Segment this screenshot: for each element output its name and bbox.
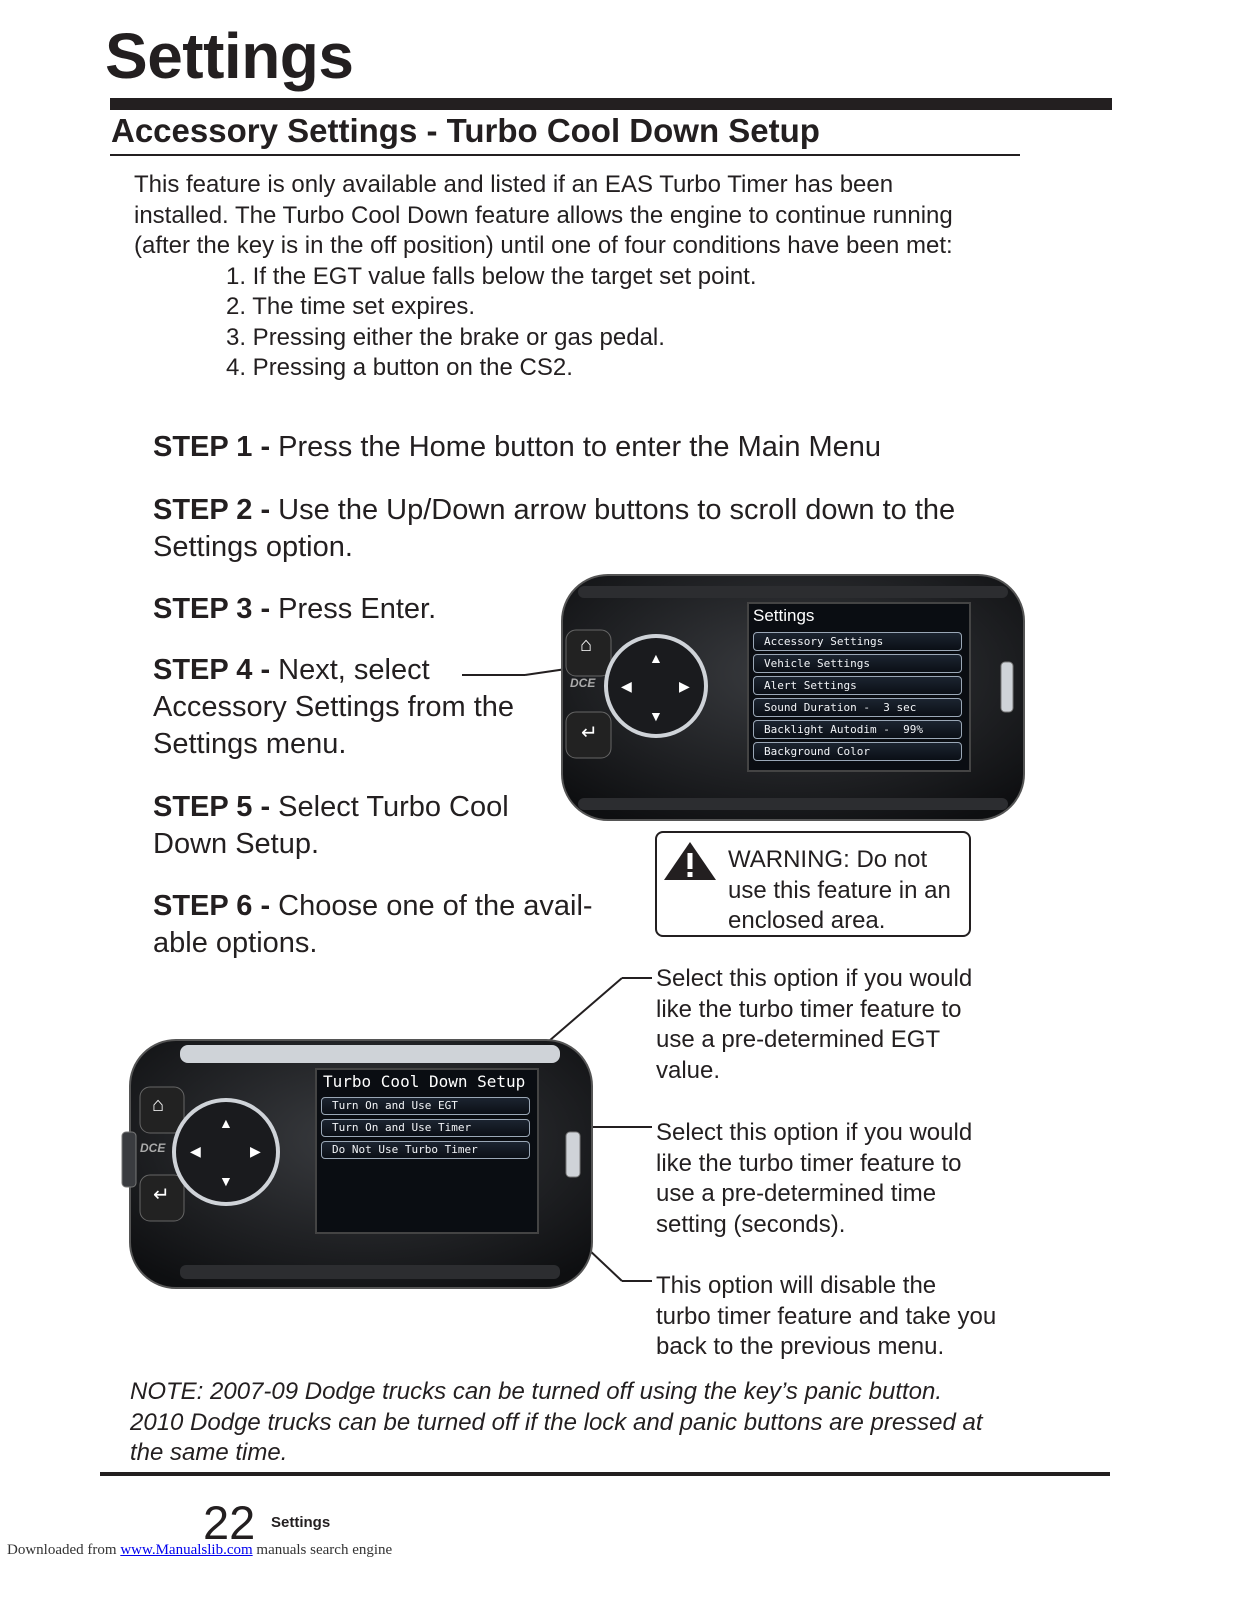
condition-item: 2. The time set expires. (226, 293, 475, 320)
device-settings: ⌂ ↵ DCE ▲ ▼ ◀ ▶ Settings Accessory Setti… (558, 572, 1028, 827)
menu-item[interactable]: Turn On and Use EGT (321, 1097, 530, 1115)
callout-line: use a pre-determined EGT (656, 1026, 941, 1053)
step-label: STEP 3 - (153, 593, 271, 625)
step-text: Select Turbo Cool (270, 791, 509, 823)
menu-item[interactable]: Turn On and Use Timer (321, 1119, 530, 1137)
conditions-list: 1. If the EGT value falls below the targ… (134, 262, 1044, 384)
warning-box (655, 831, 971, 937)
callout-line: setting (seconds). (656, 1210, 846, 1238)
warning-line: WARNING: Do not (728, 846, 928, 873)
home-icon[interactable]: ⌂ (580, 634, 593, 656)
footer-section: Settings (271, 1514, 331, 1531)
menu-item[interactable]: Sound Duration - 3 sec (753, 698, 962, 717)
screen-title: Turbo Cool Down Setup (323, 1072, 526, 1091)
callout-line: value. (656, 1056, 721, 1084)
step-1: STEP 1 - Press the Home button to enter … (153, 429, 881, 466)
step-text: Use the Up/Down arrow buttons to scroll … (270, 494, 956, 526)
step-6: STEP 6 - Choose one of the avail- able o… (153, 888, 593, 962)
step-label: STEP 2 - (153, 494, 271, 526)
step-text: Next, select (270, 654, 430, 686)
footer-rule (100, 1472, 1110, 1476)
callout-line: back to the previous menu. (656, 1333, 945, 1360)
callout-line: This option will disable the (656, 1272, 937, 1299)
step-text: Down Setup. (153, 828, 320, 860)
step-3: STEP 3 - Press Enter. (153, 591, 436, 628)
device-turbo-setup: ⌂ ↵ DCE ▲ ▼ ◀ ▶ Turbo Cool Down Setup Tu… (120, 1037, 598, 1295)
note-line: the same time. (130, 1439, 288, 1466)
menu-item[interactable]: Alert Settings (753, 676, 962, 695)
section-rule (110, 154, 1020, 156)
section-heading: Accessory Settings - Turbo Cool Down Set… (111, 112, 820, 149)
step-label: STEP 1 - (153, 431, 271, 463)
brand-logo: DCE (140, 1141, 166, 1155)
screen-title: Settings (753, 606, 815, 625)
callout-line: turbo timer feature and take you (656, 1302, 997, 1330)
menu-item[interactable]: Backlight Autodim - 99% (753, 720, 962, 739)
step-label: STEP 6 - (153, 890, 271, 922)
menu-item[interactable]: Accessory Settings (753, 632, 962, 651)
intro-text: This feature is only available and liste… (134, 170, 1044, 384)
step-text: Settings menu. (153, 728, 347, 760)
step-label: STEP 4 - (153, 654, 271, 686)
intro-line: installed. The Turbo Cool Down feature a… (134, 201, 953, 229)
brand-logo: DCE (570, 676, 596, 690)
callout-line: like the turbo timer feature to (656, 1149, 962, 1177)
arrow-up-icon[interactable]: ▲ (219, 1115, 233, 1131)
page-title: Settings (105, 20, 354, 92)
callout-disable: This option will disable the turbo timer… (656, 1271, 1036, 1363)
menu-item[interactable]: Do Not Use Turbo Timer (321, 1141, 530, 1159)
warning-text: WARNING: Do not use this feature in an e… (728, 845, 973, 937)
warning-line: enclosed area. (728, 907, 886, 934)
intro-line: This feature is only available and liste… (134, 171, 894, 198)
title-rule (110, 98, 1112, 110)
warning-triangle-icon (664, 842, 716, 880)
download-footer: Downloaded from www.Manualslib.com manua… (7, 1542, 392, 1559)
menu-item[interactable]: Background Color (753, 742, 962, 761)
condition-item: 4. Pressing a button on the CS2. (226, 354, 573, 381)
arrow-up-icon[interactable]: ▲ (649, 650, 663, 666)
step-text: Press Enter. (270, 593, 437, 625)
note: NOTE: 2007-09 Dodge trucks can be turned… (130, 1377, 1050, 1469)
step-5: STEP 5 - Select Turbo Cool Down Setup. (153, 789, 509, 863)
step-text: Press the Home button to enter the Main … (270, 431, 882, 463)
arrow-right-icon[interactable]: ▶ (250, 1143, 261, 1159)
intro-line: (after the key is in the off position) u… (134, 232, 953, 259)
step-2: STEP 2 - Use the Up/Down arrow buttons t… (153, 492, 955, 566)
callout-line: use a pre-determined time (656, 1180, 937, 1207)
home-icon[interactable]: ⌂ (152, 1094, 165, 1116)
menu-item[interactable]: Vehicle Settings (753, 654, 962, 673)
callout-egt: Select this option if you would like the… (656, 964, 1036, 1086)
manualslib-link[interactable]: www.Manualslib.com (120, 1542, 253, 1558)
arrow-left-icon[interactable]: ◀ (190, 1143, 201, 1159)
step-text: Accessory Settings from the (153, 691, 515, 723)
callout-timer: Select this option if you would like the… (656, 1118, 1036, 1240)
note-line: 2010 Dodge trucks can be turned off if t… (130, 1408, 983, 1436)
footer-text: manuals search engine (252, 1542, 393, 1558)
arrow-left-icon[interactable]: ◀ (621, 678, 632, 694)
enter-icon[interactable]: ↵ (153, 1184, 170, 1206)
footer-text: Downloaded from (7, 1542, 121, 1558)
arrow-down-icon[interactable]: ▼ (219, 1173, 233, 1189)
step-label: STEP 5 - (153, 791, 271, 823)
callout-line: Select this option if you would (656, 965, 973, 992)
arrow-down-icon[interactable]: ▼ (649, 708, 663, 724)
callout-line: Select this option if you would (656, 1119, 973, 1146)
step-text: able options. (153, 927, 318, 959)
condition-item: 1. If the EGT value falls below the targ… (226, 262, 757, 290)
condition-item: 3. Pressing either the brake or gas peda… (226, 323, 665, 351)
step-text: Settings option. (153, 531, 353, 563)
callout-line: like the turbo timer feature to (656, 995, 962, 1023)
page-number: 22 (203, 1496, 256, 1549)
step-text: Choose one of the avail- (270, 890, 593, 922)
note-line: NOTE: 2007-09 Dodge trucks can be turned… (130, 1378, 943, 1405)
step-4: STEP 4 - Next, select Accessory Settings… (153, 652, 514, 763)
arrow-right-icon[interactable]: ▶ (679, 678, 690, 694)
enter-icon[interactable]: ↵ (581, 722, 598, 744)
warning-line: use this feature in an (728, 876, 951, 904)
